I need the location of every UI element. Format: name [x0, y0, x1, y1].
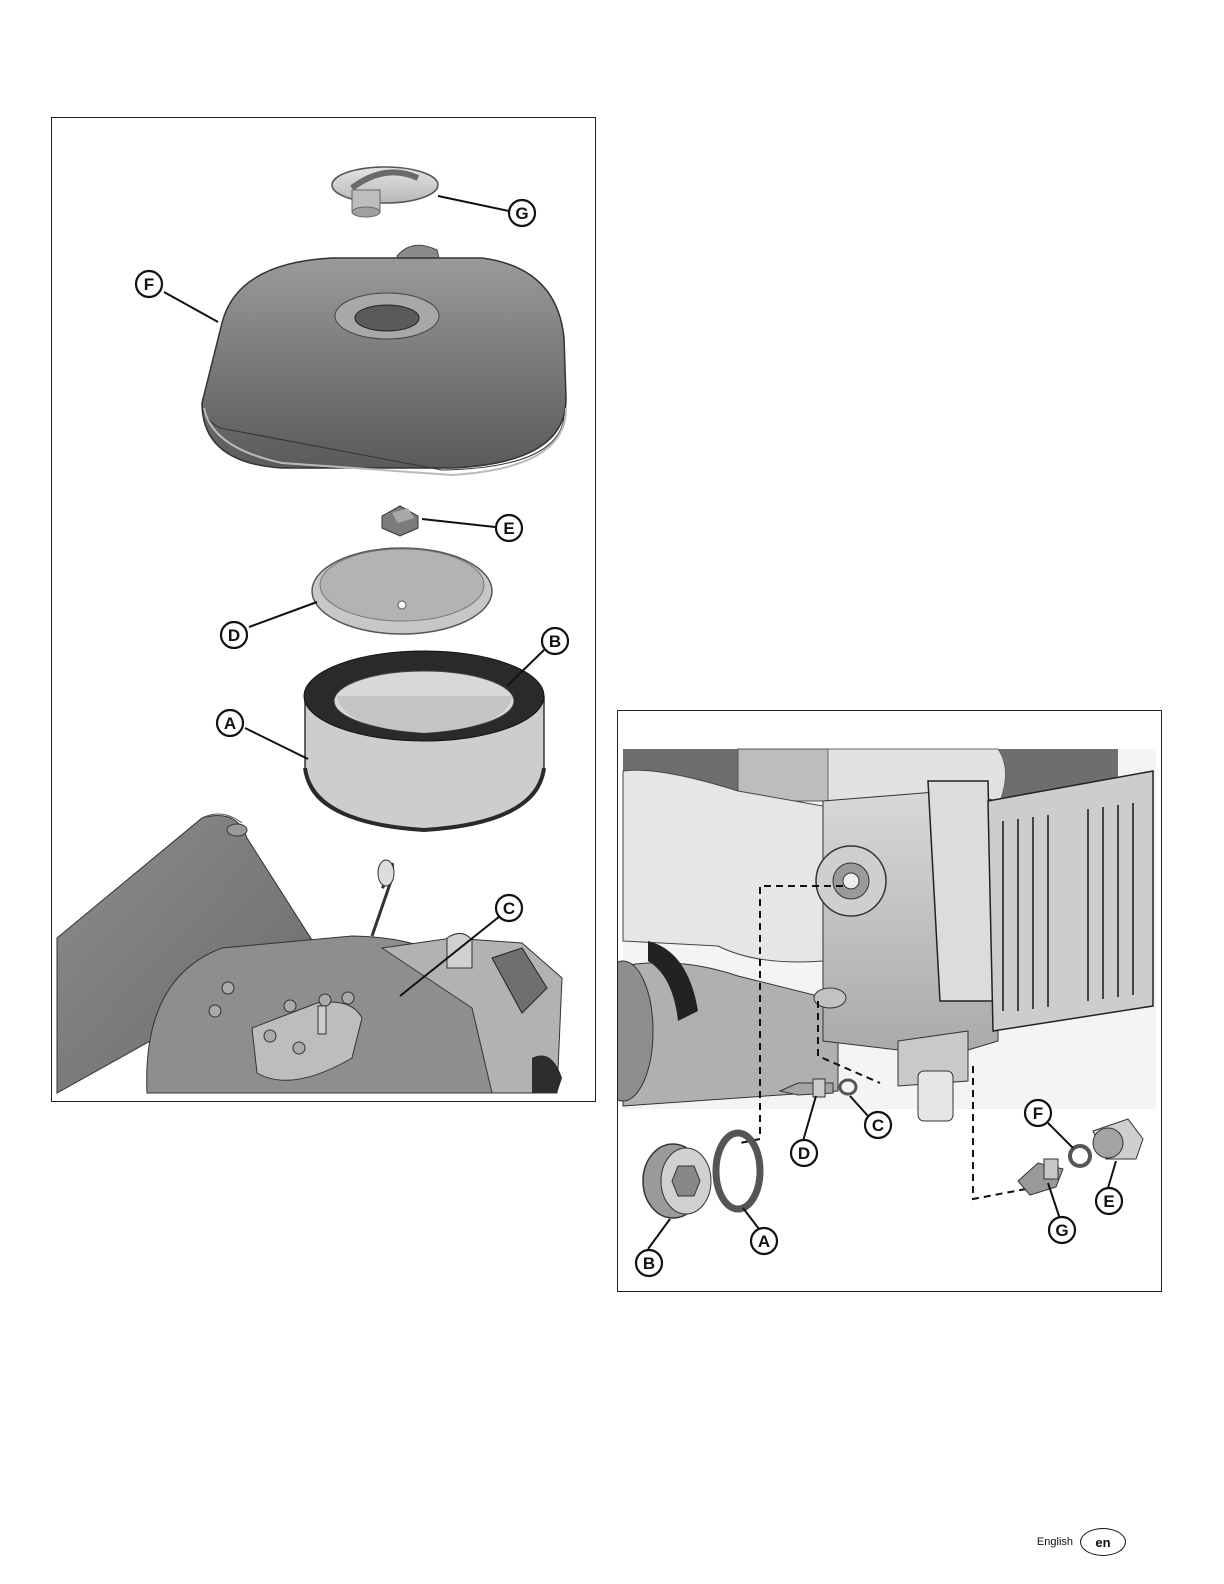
engine-block: [618, 749, 1156, 1121]
callout-e: E: [496, 515, 522, 541]
oil-filter-illustration: B A D C F E G: [618, 711, 1161, 1291]
callout-c: C: [865, 1112, 891, 1138]
cap-part-e: [1093, 1119, 1143, 1159]
callout-d: D: [791, 1140, 817, 1166]
oil-filter-figure: B A D C F E G: [617, 710, 1162, 1292]
language-code-badge: en: [1080, 1528, 1126, 1556]
callout-a: A: [751, 1228, 777, 1254]
callout-d: D: [221, 622, 247, 648]
svg-text:F: F: [144, 275, 154, 294]
svg-text:A: A: [224, 714, 236, 733]
callout-g: G: [509, 200, 535, 226]
leader-a: [245, 728, 308, 759]
svg-text:C: C: [872, 1116, 884, 1135]
gasket-part-a: [716, 1133, 760, 1209]
callout-e: E: [1096, 1188, 1122, 1214]
svg-text:A: A: [758, 1232, 770, 1251]
svg-text:D: D: [228, 626, 240, 645]
filter-part-a-b: [304, 651, 544, 830]
svg-text:E: E: [1103, 1192, 1114, 1211]
knob-part-g: [332, 167, 438, 217]
leader-f: [1048, 1123, 1073, 1148]
callout-c: C: [496, 895, 522, 921]
callout-a: A: [217, 710, 243, 736]
leader-e: [1108, 1161, 1116, 1188]
language-label: English: [1037, 1536, 1073, 1548]
leader-a: [743, 1208, 759, 1229]
plate-part-d: [312, 548, 492, 634]
svg-text:B: B: [549, 632, 561, 651]
leader-d: [249, 602, 317, 627]
language-marker: English en: [1037, 1528, 1126, 1556]
engine-part-c: [57, 814, 562, 1093]
callout-g: G: [1049, 1217, 1075, 1243]
callout-b: B: [636, 1250, 662, 1276]
leader-g: [1048, 1183, 1060, 1219]
filter-part-b: [643, 1144, 711, 1218]
air-cleaner-illustration: G F E D B A C: [52, 118, 595, 1101]
svg-text:C: C: [503, 899, 515, 918]
o-ring-part-f: [1070, 1146, 1090, 1166]
svg-text:E: E: [503, 519, 514, 538]
callout-b: B: [542, 628, 568, 654]
leader-e: [422, 519, 495, 527]
callout-f: F: [136, 271, 162, 297]
callout-f: F: [1025, 1100, 1051, 1126]
leader-g: [438, 196, 509, 211]
leader-f: [164, 292, 218, 322]
svg-text:G: G: [1055, 1221, 1068, 1240]
svg-text:G: G: [515, 204, 528, 223]
leader-b: [648, 1219, 670, 1249]
fitting-part-g: [1018, 1159, 1063, 1195]
cover-part-f: [202, 245, 566, 475]
svg-text:F: F: [1033, 1104, 1043, 1123]
air-cleaner-figure: G F E D B A C: [51, 117, 596, 1102]
nut-part-e: [382, 506, 418, 536]
svg-text:B: B: [643, 1254, 655, 1273]
svg-text:D: D: [798, 1144, 810, 1163]
